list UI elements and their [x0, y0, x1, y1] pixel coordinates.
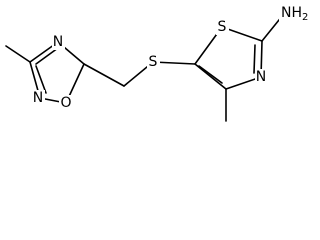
atom-label-amine: NH2 — [281, 5, 308, 23]
bond-c3-n4-double — [35, 47, 59, 65]
bond-layer — [5, 14, 284, 122]
atom-label-oxadiazole-n2: N — [33, 90, 43, 106]
amine-nh-text: NH — [281, 5, 302, 21]
bond-c4-c5thz — [194, 63, 227, 90]
bond-n2-c3-double — [35, 65, 47, 94]
mask-s-thiazole — [216, 18, 229, 35]
molecule-structure: N N O S S N NH2 — [5, 3, 314, 122]
atom-label-layer: N N O S S N NH2 — [33, 5, 309, 111]
amine-h-count: 2 — [302, 12, 308, 23]
mask-n2 — [32, 90, 45, 106]
mask-o1 — [59, 95, 73, 111]
bond-c2-n3-double — [253, 44, 256, 74]
mask-amine — [279, 3, 314, 22]
atom-label-thiazole-n3: N — [256, 69, 266, 85]
label-mask-layer — [32, 3, 314, 111]
mask-n3 — [255, 69, 268, 85]
atom-label-oxadiazole-o1: O — [60, 95, 71, 111]
atom-label-thioether-s: S — [149, 54, 158, 70]
bond-c5-ch2 — [83, 63, 125, 87]
bond-c4-c5thz-double — [198, 65, 223, 84]
mask-n4 — [52, 34, 65, 50]
atom-label-oxadiazole-n4: N — [53, 34, 63, 50]
mask-s-thioether — [147, 53, 160, 70]
atom-label-thiazole-s1: S — [218, 19, 227, 35]
bond-methyl-c3 — [5, 45, 31, 63]
